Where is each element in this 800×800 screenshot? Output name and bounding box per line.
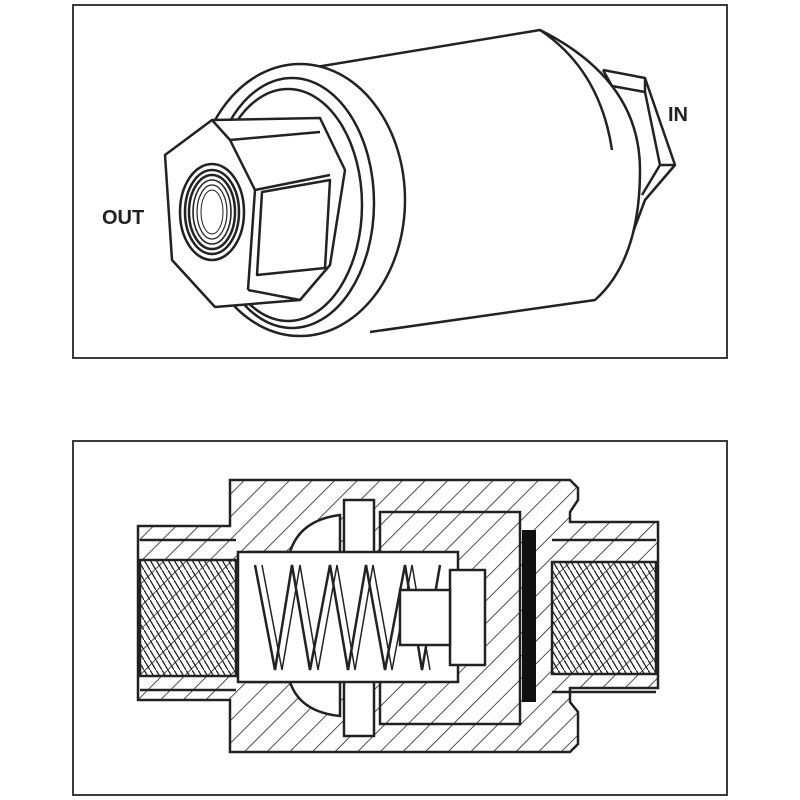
outlet-thread-bore	[138, 538, 238, 692]
outlet-label: OUT	[102, 207, 144, 229]
poppet-stem	[398, 588, 452, 647]
inlet-thread-bore	[550, 538, 658, 694]
valve-cross-section	[136, 478, 660, 754]
outlet-threaded-port	[178, 162, 246, 262]
inlet-label: IN	[668, 104, 688, 126]
body-outline	[136, 478, 660, 754]
valve-exterior	[163, 28, 677, 338]
seal-disc	[522, 530, 536, 702]
